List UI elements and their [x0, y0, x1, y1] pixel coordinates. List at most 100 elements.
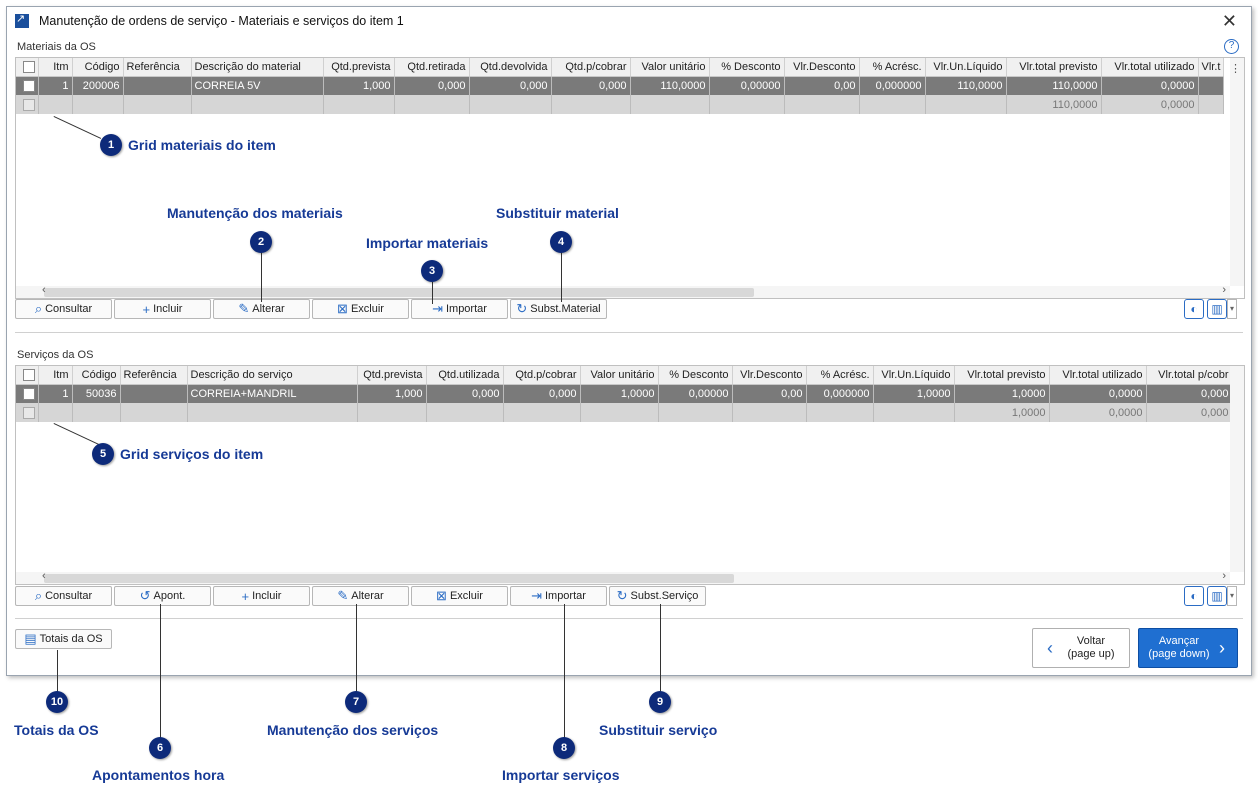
cell: 1,000: [357, 384, 427, 403]
order-totals-button[interactable]: ▤Totais da OS: [15, 629, 112, 649]
col-header[interactable]: Referência: [123, 58, 192, 77]
col-header[interactable]: % Desconto: [658, 366, 733, 385]
cell: [469, 95, 552, 114]
row-checkbox[interactable]: [16, 76, 39, 95]
table-row[interactable]: 1 50036 CORREIA+MANDRIL 1,000 0,000 0,00…: [16, 384, 1233, 403]
chevron-down-icon[interactable]: ▾: [1227, 299, 1237, 319]
horizontal-scrollbar[interactable]: [16, 572, 1230, 584]
cell: [120, 403, 188, 422]
col-header[interactable]: Vlr.total previsto: [1006, 58, 1102, 77]
delete-service-button[interactable]: ⊠Excluir: [411, 586, 508, 606]
edit-material-button[interactable]: ✎Alterar: [213, 299, 310, 319]
services-grid[interactable]: Itm Código Referência Descrição do servi…: [15, 365, 1245, 585]
col-header[interactable]: Valor unitário: [580, 366, 659, 385]
col-header[interactable]: Qtd.p/cobrar: [503, 366, 581, 385]
vertical-scrollbar[interactable]: [1230, 58, 1244, 286]
consult-material-button[interactable]: ⌕Consultar: [15, 299, 112, 319]
callout-number: 2: [250, 231, 272, 253]
chevron-down-icon[interactable]: ▾: [1227, 586, 1237, 606]
col-header[interactable]: Vlr.Desconto: [732, 366, 807, 385]
col-header[interactable]: Vlr.Un.Líquido: [925, 58, 1007, 77]
import-icon: ⇥: [531, 588, 542, 603]
col-header[interactable]: Vlr.total previsto: [954, 366, 1050, 385]
substitute-material-button[interactable]: ↻Subst.Material: [510, 299, 607, 319]
back-button[interactable]: ‹ Voltar(page up): [1032, 628, 1130, 668]
col-header[interactable]: Vlr.total p/cobr: [1146, 366, 1233, 385]
next-label: Avançar: [1158, 635, 1200, 647]
edit-icon: ✎: [337, 588, 349, 603]
vertical-scrollbar[interactable]: [1230, 366, 1244, 572]
layout-icon[interactable]: ▥: [1207, 299, 1227, 319]
cell: [323, 95, 395, 114]
col-header[interactable]: % Acrésc.: [859, 58, 926, 77]
substitute-service-button[interactable]: ↻Subst.Serviço: [609, 586, 706, 606]
col-header[interactable]: Qtd.devolvida: [469, 58, 552, 77]
import-material-button[interactable]: ⇥Importar: [411, 299, 508, 319]
select-all-checkbox[interactable]: [16, 58, 39, 77]
scroll-right-icon[interactable]: ›: [1222, 570, 1226, 582]
cell: [709, 95, 785, 114]
edit-service-button[interactable]: ✎Alterar: [312, 586, 409, 606]
help-icon[interactable]: ?: [1224, 39, 1239, 54]
import-service-button[interactable]: ⇥Importar: [510, 586, 607, 606]
appointment-button[interactable]: ↺Apont.: [114, 586, 211, 606]
callout-line: [356, 604, 357, 692]
col-header[interactable]: Vlr.total utilizado: [1049, 366, 1147, 385]
col-header[interactable]: Itm: [38, 366, 73, 385]
materials-grid[interactable]: Itm Código Referência Descrição do mater…: [15, 57, 1245, 299]
callout-number: 1: [100, 134, 122, 156]
delete-material-button[interactable]: ⊠Excluir: [312, 299, 409, 319]
services-header-row: Itm Código Referência Descrição do servi…: [16, 366, 1233, 385]
col-header[interactable]: Referência: [120, 366, 188, 385]
cell: 1,0000: [954, 384, 1050, 403]
add-service-button[interactable]: +Incluir: [213, 586, 310, 606]
cell: 0,000: [503, 384, 581, 403]
column-menu-icon[interactable]: ⋮: [1230, 63, 1241, 75]
col-header[interactable]: Itm: [38, 58, 73, 77]
col-header[interactable]: Código: [72, 58, 124, 77]
col-header[interactable]: Vlr.total utilizado: [1101, 58, 1199, 77]
services-view-tools: ◐ ▥ ▾: [1181, 586, 1237, 606]
scroll-left-icon[interactable]: ‹: [42, 570, 46, 582]
materials-view-tools: ◐ ▥ ▾: [1181, 299, 1237, 319]
table-row[interactable]: 1 200006 CORREIA 5V 1,000 0,000 0,000 0,…: [16, 76, 1225, 95]
palette-icon[interactable]: ◐: [1184, 586, 1204, 606]
cell: 0,0000: [1101, 95, 1199, 114]
cell: 0,0000: [1049, 384, 1147, 403]
refresh-icon: ↻: [616, 588, 628, 603]
scroll-left-icon[interactable]: ‹: [42, 284, 46, 296]
cell: [187, 403, 358, 422]
col-header[interactable]: Código: [72, 366, 121, 385]
divider: [15, 618, 1243, 619]
col-header[interactable]: Vlr.Un.Líquido: [873, 366, 955, 385]
col-header[interactable]: % Acrésc.: [806, 366, 874, 385]
add-material-button[interactable]: +Incluir: [114, 299, 211, 319]
col-header[interactable]: Qtd.retirada: [394, 58, 470, 77]
col-header[interactable]: Vlr.Desconto: [784, 58, 860, 77]
cell: [551, 95, 631, 114]
col-header[interactable]: Qtd.utilizada: [426, 366, 504, 385]
col-header[interactable]: Vlr.t: [1198, 58, 1225, 77]
col-header[interactable]: % Desconto: [709, 58, 785, 77]
callout-line: [660, 604, 661, 692]
row-checkbox[interactable]: [16, 384, 39, 403]
consult-service-button[interactable]: ⌕Consultar: [15, 586, 112, 606]
cell: 110,0000: [1006, 76, 1102, 95]
col-header[interactable]: Qtd.prevista: [323, 58, 395, 77]
col-header[interactable]: Qtd.p/cobrar: [551, 58, 631, 77]
col-header[interactable]: Descrição do material: [191, 58, 324, 77]
next-button[interactable]: Avançar(page down) ›: [1138, 628, 1238, 668]
scroll-right-icon[interactable]: ›: [1222, 284, 1226, 296]
select-all-checkbox[interactable]: [16, 366, 39, 385]
col-header[interactable]: Valor unitário: [630, 58, 710, 77]
col-header[interactable]: Qtd.prevista: [357, 366, 427, 385]
cell: 0,000: [469, 76, 552, 95]
cell: 0,000: [1146, 384, 1233, 403]
col-header[interactable]: Descrição do serviço: [187, 366, 358, 385]
materials-toolbar: ⌕Consultar +Incluir ✎Alterar ⊠Excluir ⇥I…: [15, 299, 609, 319]
cell: [503, 403, 581, 422]
layout-icon[interactable]: ▥: [1207, 586, 1227, 606]
horizontal-scrollbar[interactable]: [16, 286, 1230, 298]
close-icon[interactable]: ✕: [1221, 11, 1237, 31]
palette-icon[interactable]: ◐: [1184, 299, 1204, 319]
